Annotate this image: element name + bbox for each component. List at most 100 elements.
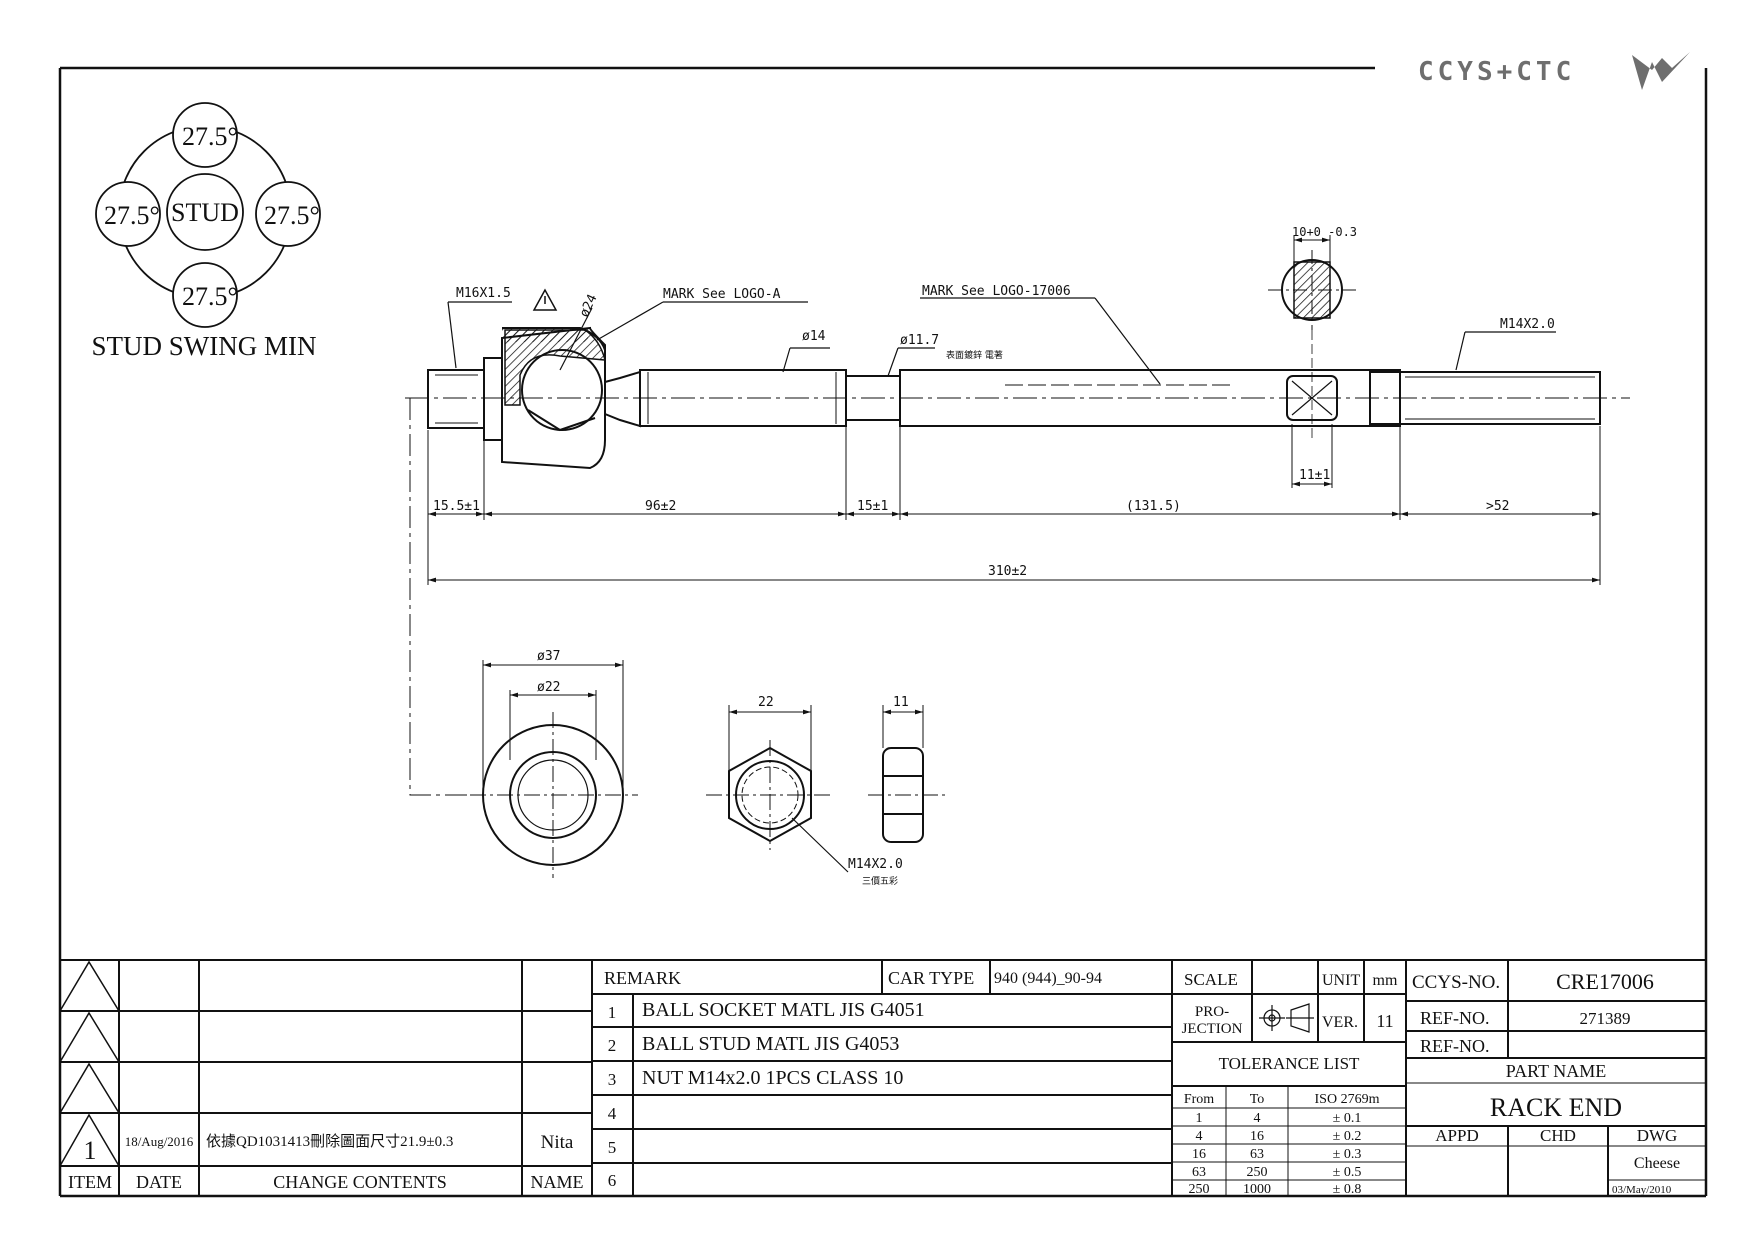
- ver-label: VER.: [1322, 1014, 1358, 1031]
- tol-to-4: 250: [1247, 1165, 1268, 1180]
- ccys-number: CRE17006: [1556, 969, 1654, 994]
- stud-swing-title: STUD SWING MIN: [92, 331, 317, 361]
- swing-circle-bottom: [172, 262, 238, 328]
- company-logo: CCYS+CTC: [1418, 52, 1690, 90]
- remark-text-3: NUT M14x2.0 1PCS CLASS 10: [642, 1067, 903, 1089]
- dim-gt-52: >52: [1486, 499, 1509, 514]
- label-mark-logo-17006: MARK See LOGO-17006: [922, 284, 1071, 299]
- logo-mark-icon: [1632, 52, 1690, 90]
- label-mark-logo-a: MARK See LOGO-A: [663, 287, 781, 302]
- logo-text: CCYS+CTC: [1418, 57, 1575, 87]
- tol-to-5: 1000: [1243, 1182, 1271, 1197]
- tol-value-4: ± 0.5: [1333, 1165, 1362, 1180]
- tol-header-to: To: [1250, 1092, 1265, 1107]
- rev-item-4: 1: [84, 1136, 97, 1165]
- remark-header: REMARK: [604, 968, 681, 988]
- leader-lines: [447, 297, 1556, 385]
- header-name: NAME: [531, 1172, 584, 1192]
- socket-end-view: [470, 660, 638, 878]
- dim-total-310: 310±2: [988, 564, 1027, 579]
- tol-value-5: ± 0.8: [1333, 1182, 1362, 1197]
- tol-to-3: 63: [1250, 1147, 1264, 1162]
- dim-d22: ø22: [537, 680, 560, 695]
- tol-from-1: 1: [1196, 1111, 1203, 1126]
- tol-to-1: 4: [1254, 1111, 1261, 1126]
- dim-hex-22: 22: [758, 695, 774, 710]
- part-name-label: PART NAME: [1506, 1061, 1606, 1081]
- tol-from-2: 4: [1196, 1129, 1203, 1144]
- tol-value-1: ± 0.1: [1333, 1111, 1362, 1126]
- stud-circle: [166, 173, 244, 251]
- ref-label-2: REF-NO.: [1420, 1036, 1490, 1056]
- header-item: ITEM: [68, 1172, 112, 1192]
- swing-left-label: 27.5°: [104, 201, 160, 230]
- label-m14-thread: M14X2.0: [1500, 317, 1555, 332]
- tol-from-3: 16: [1192, 1147, 1206, 1162]
- swing-circle-left: [95, 181, 161, 247]
- dwg-label: DWG: [1637, 1126, 1678, 1145]
- dim-96: 96±2: [645, 499, 676, 514]
- car-type-label: CAR TYPE: [888, 968, 974, 988]
- third-angle-projection-icon: [1259, 1003, 1314, 1033]
- label-surface-note: 表面鍍鋅 電著: [946, 349, 1003, 361]
- swing-right-label: 27.5°: [264, 201, 320, 230]
- label-nut-thread: M14X2.0: [848, 857, 903, 872]
- drawn-date: 03/May/2010: [1612, 1184, 1672, 1196]
- tol-from-4: 63: [1192, 1165, 1206, 1180]
- ref-number-1: 271389: [1580, 1009, 1631, 1028]
- dimension-lines: [409, 235, 1601, 796]
- label-flat-tolerance: 10+0 -0.3: [1292, 225, 1357, 239]
- rack-end-side-view: [405, 250, 1630, 470]
- tolerance-title: TOLERANCE LIST: [1219, 1054, 1360, 1073]
- nut-side-view: [868, 705, 945, 843]
- swing-top-label: 27.5°: [182, 122, 238, 151]
- stud-swing-diagram: [95, 102, 321, 328]
- rev-contents-4: 依據QD1031413刪除圖面尺寸21.9±0.3: [206, 1133, 453, 1150]
- label-m16: M16X1.5: [456, 286, 511, 301]
- dim-15-5: 15.5±1: [433, 499, 480, 514]
- header-date: DATE: [136, 1172, 182, 1192]
- label-d24: ø24: [577, 292, 601, 320]
- projection-label-1: PRO-: [1195, 1004, 1229, 1020]
- unit-label: UNIT: [1322, 972, 1360, 989]
- remark-no-4: 4: [608, 1104, 617, 1123]
- warning-triangle-icon: [532, 288, 558, 311]
- rev-date-4: 18/Aug/2016: [125, 1134, 194, 1149]
- tol-header-iso: ISO 2769m: [1315, 1092, 1380, 1107]
- label-d11-7: ø11.7: [900, 333, 939, 348]
- car-type-value: 940 (944)_90-94: [994, 970, 1102, 987]
- ref-label-1: REF-NO.: [1420, 1008, 1490, 1028]
- drawing-border: [58, 66, 1708, 1198]
- projection-label-2: JECTION: [1182, 1021, 1243, 1037]
- chd-label: CHD: [1540, 1126, 1576, 1145]
- swing-circle-top: [172, 102, 238, 168]
- remark-no-1: 1: [608, 1003, 617, 1022]
- table-grid: [59, 959, 1706, 1196]
- tol-value-2: ± 0.2: [1333, 1129, 1362, 1144]
- unit-value: mm: [1373, 972, 1398, 989]
- remark-text-2: BALL STUD MATL JIS G4053: [642, 1033, 899, 1055]
- label-flat-width: 11±1: [1299, 468, 1330, 483]
- remark-no-6: 6: [608, 1171, 617, 1190]
- label-nut-note: 三價五彩: [862, 876, 898, 887]
- drawn-by: Cheese: [1634, 1155, 1680, 1172]
- swing-bottom-label: 27.5°: [182, 282, 238, 311]
- ver-value: 11: [1376, 1011, 1393, 1031]
- dim-hex-11: 11: [893, 695, 909, 710]
- tol-from-5: 250: [1189, 1182, 1210, 1197]
- appd-label: APPD: [1435, 1126, 1478, 1145]
- dim-15: 15±1: [857, 499, 888, 514]
- remark-no-2: 2: [608, 1036, 617, 1055]
- part-name: RACK END: [1490, 1093, 1622, 1122]
- remark-no-5: 5: [608, 1138, 617, 1157]
- label-d14: ø14: [802, 329, 826, 344]
- ccys-label: CCYS-NO.: [1412, 972, 1500, 993]
- scale-label: SCALE: [1184, 970, 1238, 989]
- stud-label: STUD: [171, 198, 239, 227]
- remark-text-1: BALL SOCKET MATL JIS G4051: [642, 999, 925, 1021]
- swing-circle-right: [255, 181, 321, 247]
- remark-no-3: 3: [608, 1070, 617, 1089]
- nut-front-view: [706, 705, 849, 873]
- rev-name-4: Nita: [541, 1132, 574, 1153]
